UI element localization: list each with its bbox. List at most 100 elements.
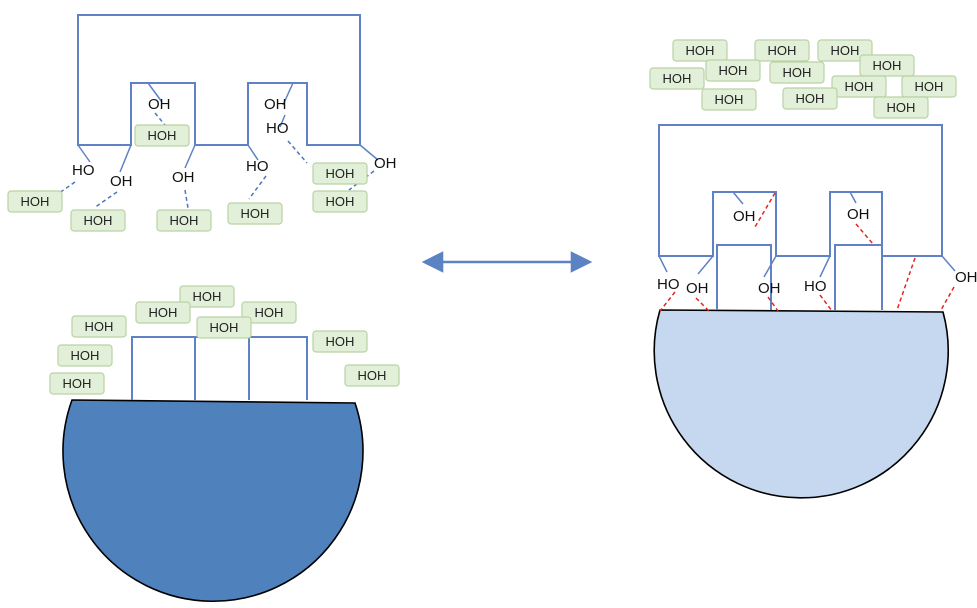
- left-bond: [147, 82, 163, 103]
- left-bond: [282, 82, 294, 106]
- svg-text:HOH: HOH: [358, 368, 387, 383]
- svg-text:HOH: HOH: [719, 63, 748, 78]
- water-molecule: HOH: [312, 162, 368, 185]
- water-molecule: HOH: [649, 67, 705, 90]
- left-polymer-frame: [77, 14, 361, 146]
- right-surface-block: [716, 244, 772, 310]
- hydroxyl-label: OH: [172, 169, 195, 186]
- hydroxyl-label: OH: [847, 206, 870, 223]
- hydroxyl-label: OH: [148, 96, 171, 113]
- hydrogen-bond: [93, 191, 118, 209]
- surface-hydrogen-bond: [754, 192, 776, 228]
- left-surface-body: [62, 399, 364, 603]
- hydroxyl-label: OH: [264, 96, 287, 113]
- hydroxyl-label: OH: [110, 173, 133, 190]
- hydrogen-bond: [287, 140, 308, 164]
- svg-text:HOH: HOH: [845, 79, 874, 94]
- right-bond: [658, 255, 668, 273]
- svg-text:HOH: HOH: [85, 319, 114, 334]
- left-bond: [279, 114, 286, 128]
- right-bond: [732, 191, 744, 205]
- svg-text:HOH: HOH: [831, 43, 860, 58]
- hydroxyl-label: HO: [266, 120, 289, 137]
- hydroxyl-label: OH: [374, 155, 397, 172]
- svg-text:HOH: HOH: [686, 43, 715, 58]
- hydrogen-bond: [154, 112, 166, 126]
- water-molecule: HOH: [7, 190, 63, 213]
- hydrogen-bond: [184, 189, 189, 209]
- svg-text:HOH: HOH: [63, 376, 92, 391]
- water-molecule: HOH: [135, 301, 191, 324]
- water-molecule: HOH: [754, 39, 810, 62]
- svg-text:HOH: HOH: [326, 194, 355, 209]
- right-bond: [697, 255, 714, 275]
- hydroxyl-label: HO: [657, 276, 680, 293]
- water-molecule: HOH: [705, 59, 761, 82]
- svg-text:HOH: HOH: [255, 305, 284, 320]
- left-bond: [119, 144, 132, 173]
- svg-text:HOH: HOH: [326, 334, 355, 349]
- surface-hydrogen-bond: [659, 291, 676, 312]
- left-surface-steps: [131, 336, 308, 400]
- surface-hydrogen-bond: [855, 223, 874, 245]
- hydrogen-bond: [248, 175, 267, 200]
- water-molecule: HOH: [344, 364, 400, 387]
- right-polymer-frame: [658, 124, 943, 257]
- water-molecule: HOH: [769, 61, 825, 84]
- surface-hydrogen-bond: [767, 296, 779, 312]
- hydroxyl-label: HO: [72, 162, 95, 179]
- svg-text:HOH: HOH: [663, 71, 692, 86]
- right-bond: [819, 255, 831, 278]
- svg-text:HOH: HOH: [210, 320, 239, 335]
- hydroxyl-label: HO: [804, 278, 827, 295]
- surface-hydrogen-bond: [695, 297, 710, 312]
- right-surface-block: [834, 244, 883, 310]
- svg-text:HOH: HOH: [84, 213, 113, 228]
- svg-text:HOH: HOH: [783, 65, 812, 80]
- water-molecule: HOH: [57, 344, 113, 367]
- right-bond: [763, 255, 777, 278]
- svg-text:HOH: HOH: [193, 289, 222, 304]
- svg-text:HOH: HOH: [326, 166, 355, 181]
- svg-text:HOH: HOH: [149, 305, 178, 320]
- water-molecule: HOH: [49, 372, 105, 395]
- hydroxyl-label: HO: [246, 158, 269, 175]
- hydroxyl-label: OH: [686, 280, 709, 297]
- surface-hydrogen-bond: [896, 257, 916, 311]
- right-polymer: OH OH HO OH OH HO OH: [657, 124, 977, 312]
- svg-text:HOH: HOH: [873, 58, 902, 73]
- hydroxyl-label: OH: [758, 280, 781, 297]
- left-polymer: OH OH HO HO OH OH HO OH: [54, 14, 397, 209]
- water-molecule: HOH: [71, 315, 127, 338]
- left-bond: [247, 144, 259, 161]
- right-surface-body: [653, 309, 950, 499]
- svg-text:HOH: HOH: [170, 213, 199, 228]
- hydroxyl-label: OH: [955, 269, 977, 286]
- hydroxyl-label: OH: [733, 208, 756, 225]
- water-molecule: HOH: [817, 39, 873, 62]
- svg-text:HOH: HOH: [21, 194, 50, 209]
- left-bond: [77, 144, 91, 163]
- water-molecule: HOH: [196, 316, 252, 339]
- water-molecule: HOH: [179, 285, 235, 308]
- left-bond: [184, 144, 196, 169]
- svg-text:HOH: HOH: [715, 92, 744, 107]
- water-molecule: HOH: [873, 96, 929, 119]
- svg-text:HOH: HOH: [796, 91, 825, 106]
- water-molecule: HOH: [859, 54, 915, 77]
- water-molecule: HOH: [70, 209, 126, 232]
- left-bond: [359, 144, 379, 161]
- svg-text:HOH: HOH: [915, 79, 944, 94]
- water-molecule: HOH: [831, 75, 887, 98]
- water-molecule: HOH: [901, 75, 957, 98]
- surface-hydrogen-bond: [819, 294, 833, 312]
- svg-text:HOH: HOH: [71, 348, 100, 363]
- surface-hydrogen-bond: [940, 286, 955, 311]
- water-molecule: HOH: [156, 209, 212, 232]
- water-molecule: HOH: [312, 190, 368, 213]
- left-surface: [62, 336, 364, 603]
- water-molecule: HOH: [701, 88, 757, 111]
- svg-text:HOH: HOH: [768, 43, 797, 58]
